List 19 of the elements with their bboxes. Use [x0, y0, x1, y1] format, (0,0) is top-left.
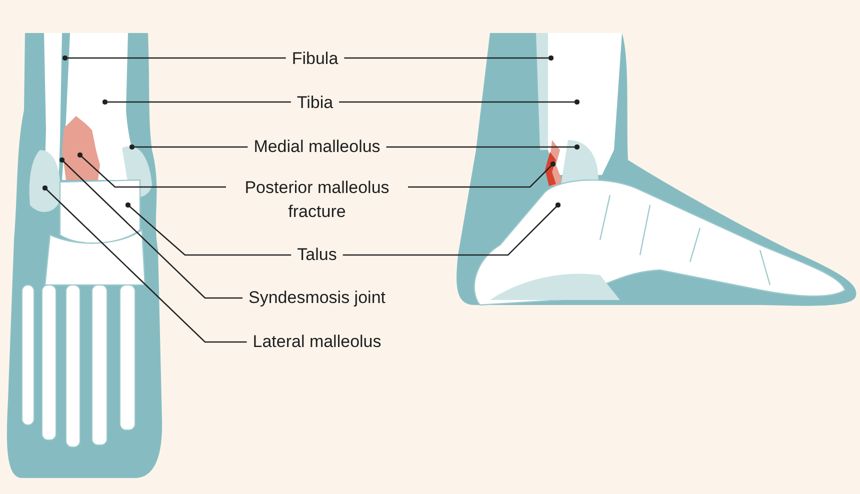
leader-line [344, 55, 554, 61]
leader-line [339, 99, 580, 105]
leader-line [42, 185, 247, 343]
leader-line [129, 144, 248, 150]
leader-line [102, 99, 291, 105]
leader-line [77, 152, 226, 188]
leader-line [59, 157, 242, 299]
part-label: Fibula [286, 47, 344, 71]
leader-line [408, 161, 556, 188]
leader-line [62, 55, 286, 61]
part-label: Syndesmosis joint [242, 286, 392, 310]
part-label: Tibia [290, 91, 340, 115]
leader-line [342, 202, 561, 256]
part-label: Posterior malleolus fracture [226, 176, 408, 224]
leader-line [125, 202, 292, 256]
part-label: Medial malleolus [248, 135, 386, 159]
part-label: Talus [291, 243, 343, 267]
part-label: Lateral malleolus [246, 330, 388, 354]
leader-line [386, 144, 580, 150]
